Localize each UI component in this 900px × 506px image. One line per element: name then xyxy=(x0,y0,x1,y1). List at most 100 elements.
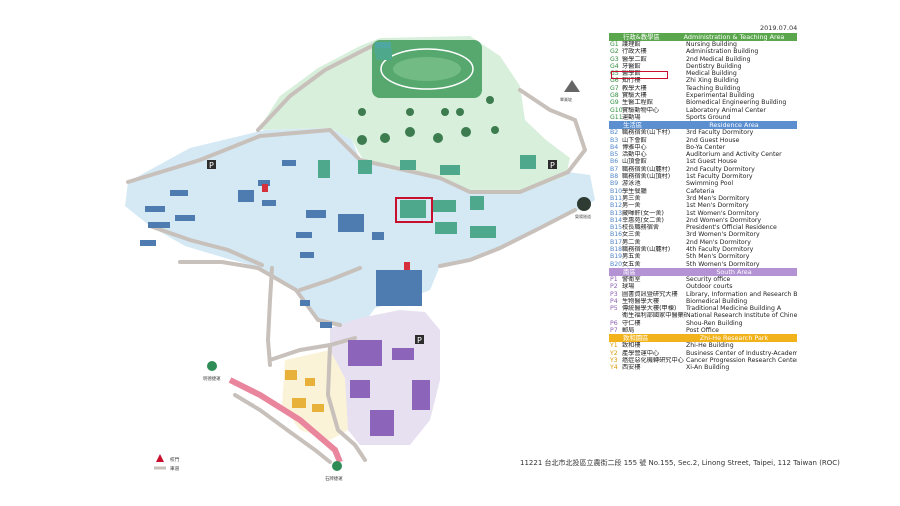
legend-zh-name: 女三舍 xyxy=(622,231,641,239)
legend-en-name: 5th Men's Dormitory xyxy=(686,253,750,261)
legend-code: B16 xyxy=(610,231,623,239)
legend-zh-name: 職務宿舍(山頂村) xyxy=(622,173,671,181)
gate-markers xyxy=(262,184,410,270)
legend-zh-name: 醫學二館 xyxy=(622,55,647,63)
legend-en-name: Laboratory Animal Center xyxy=(686,106,766,114)
legend-en-name: Bo-Ya Center xyxy=(686,143,726,151)
road-legend-label: 車道 xyxy=(170,465,180,472)
tunnel-icon: 榮陽隧道 xyxy=(575,197,591,219)
legend-en-name: Outdoor courts xyxy=(686,283,733,291)
legend-code: B20 xyxy=(610,260,623,268)
legend-code: P4 xyxy=(610,297,618,305)
legend-zh-name: 郵局 xyxy=(622,326,635,334)
legend-en-name: 4th Faculty Dormitory xyxy=(686,246,754,254)
legend-zh-name: 行政大樓 xyxy=(622,48,647,56)
parking-p-2: P xyxy=(550,161,555,170)
legend-zh-name: 幸惠苑(女二舍) xyxy=(622,216,664,224)
legend-zh-name: 實驗大樓 xyxy=(622,92,647,100)
legend-code: G3 xyxy=(610,55,619,63)
road-network xyxy=(126,40,588,464)
legend-code: B2 xyxy=(610,129,619,137)
legend-code: P7 xyxy=(610,326,618,334)
mrt-shipai-label: 石牌捷運 xyxy=(325,475,343,482)
legend-zh-name: 警衛室 xyxy=(622,275,641,283)
legend-code: P1 xyxy=(610,275,618,283)
legend-zh-name: 致和樓 xyxy=(622,342,641,350)
legend-code: Y1 xyxy=(610,342,618,350)
mrt-mingde-icon: 明德捷運 xyxy=(203,361,221,382)
legend-zh-name: 游泳池 xyxy=(622,180,641,188)
legend-en-name: Cancer Progression Research Center xyxy=(686,356,797,364)
legend-code: G8 xyxy=(610,92,619,100)
legend-code: B18 xyxy=(610,246,623,254)
legend-en-name: Dentistry Building xyxy=(686,62,742,70)
g5-highlight-box[interactable] xyxy=(395,197,433,223)
legend-zh-name: 知行樓 xyxy=(622,77,641,85)
legend-en-name: Shou-Ren Building xyxy=(686,319,743,327)
legend-zh-name: 山下會館 xyxy=(622,136,647,144)
residence-buildings xyxy=(140,160,422,328)
admin-zone xyxy=(258,36,570,192)
legend-row-south-sub-5[interactable]: 衛生福利部國家中醫藥研究所National Research Institute… xyxy=(609,312,797,319)
legend-row-p1[interactable]: P1 警衛室 Security office xyxy=(609,276,797,283)
legend-en-name: Zhi Xing Building xyxy=(686,77,739,85)
legend-en-name: President's Official Residence xyxy=(686,224,777,232)
legend-zh-name: 博雅中心 xyxy=(622,143,647,151)
gate-icon xyxy=(156,454,164,462)
legend-zh-name: 男二舍 xyxy=(622,238,641,246)
legend-en-name: 5th Women's Dormitory xyxy=(686,260,760,268)
legend-code: B11 xyxy=(610,194,623,202)
legend-en-name: Security office xyxy=(686,275,731,283)
parking-p-1: P xyxy=(209,161,214,170)
legend-en-name: Experimental Building xyxy=(686,92,755,100)
legend-code: B6 xyxy=(610,158,619,166)
legend-code: G9 xyxy=(610,99,619,107)
south-buildings xyxy=(348,340,430,436)
legend-code: G10 xyxy=(610,106,623,114)
legend-zh-name: 癌症惡化機轉研究中心 xyxy=(622,356,684,364)
